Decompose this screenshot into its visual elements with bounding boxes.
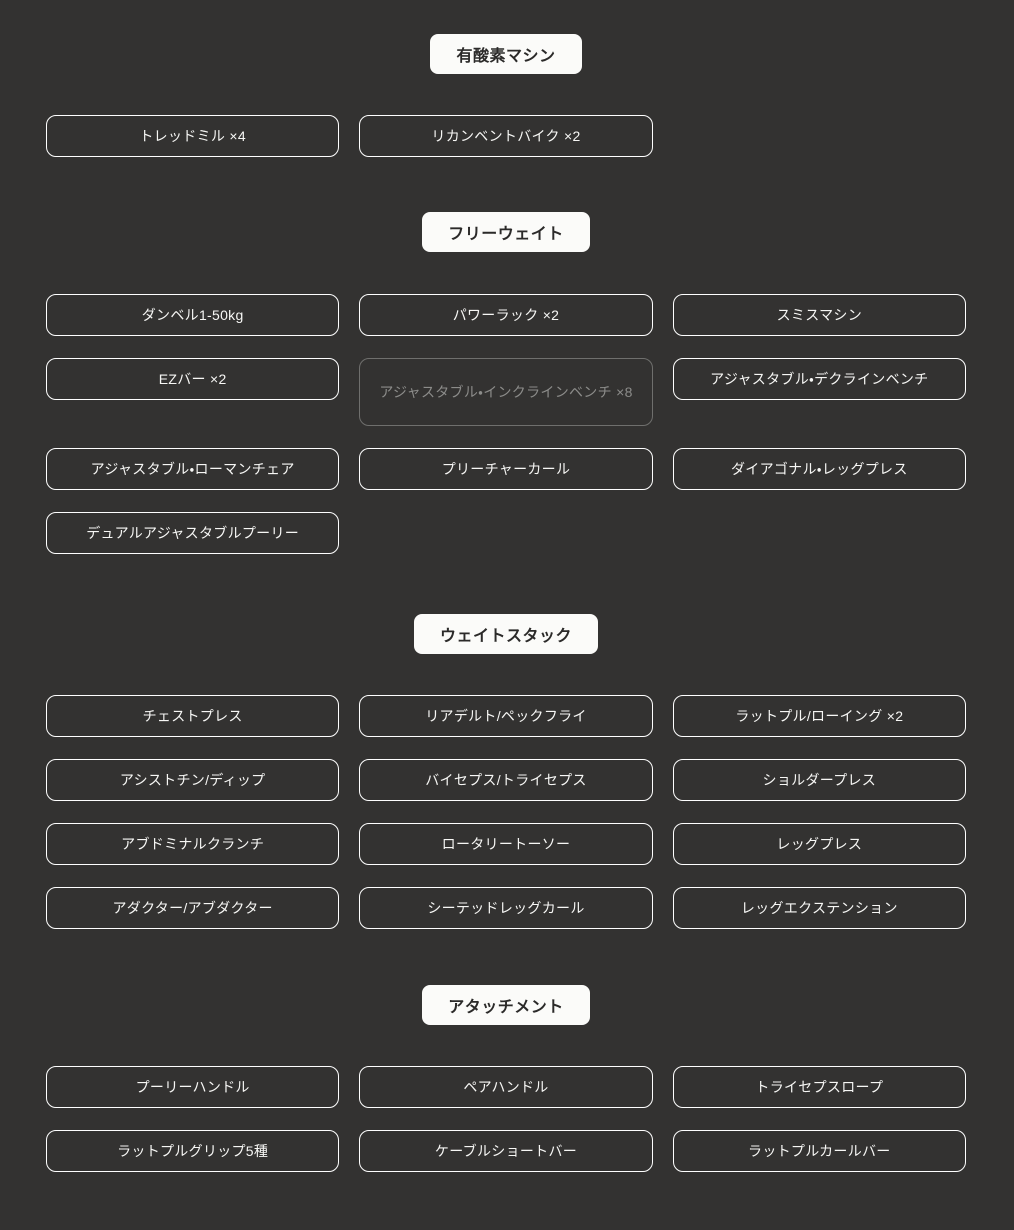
equipment-item[interactable]: ラットプルカールバー bbox=[672, 1130, 966, 1172]
equipment-item-label: レッグエクステンション bbox=[740, 899, 898, 916]
equipment-item-label: ケーブルショートバー bbox=[434, 1142, 578, 1159]
equipment-item[interactable]: リアデルト/ペックフライ bbox=[359, 695, 653, 737]
equipment-item-label: ダイアゴナル・レッグプレス bbox=[730, 460, 908, 477]
section-attachment: アタッチメント プーリーハンドル ペアハンドル トライセプスロープ ラットプルグ… bbox=[46, 929, 966, 1172]
equipment-item[interactable]: チェストプレス bbox=[46, 695, 340, 737]
equipment-item[interactable]: スミスマシン bbox=[672, 294, 966, 336]
equipment-item[interactable]: プーリーハンドル bbox=[46, 1066, 340, 1108]
equipment-item-label: リカンベントバイク ×2 bbox=[431, 127, 581, 144]
items-grid-attachment: プーリーハンドル ペアハンドル トライセプスロープ ラットプルグリップ5種 ケー… bbox=[46, 1066, 966, 1172]
equipment-item[interactable]: ペアハンドル bbox=[359, 1066, 653, 1108]
equipment-item-label: レッグプレス bbox=[776, 835, 863, 852]
equipment-item-label: トライセプスロープ bbox=[755, 1078, 884, 1095]
section-weightstack: ウェイトスタック チェストプレス リアデルト/ペックフライ ラットプル/ローイン… bbox=[46, 554, 966, 929]
equipment-item[interactable]: ロータリートーソー bbox=[359, 823, 653, 865]
equipment-item[interactable]: ショルダープレス bbox=[672, 759, 966, 801]
equipment-item-label: パワーラック ×2 bbox=[452, 306, 560, 323]
equipment-item-label: スミスマシン bbox=[776, 306, 863, 323]
equipment-item[interactable]: リカンベントバイク ×2 bbox=[359, 115, 653, 157]
equipment-item-label: EZバー ×2 bbox=[158, 370, 227, 387]
equipment-item-label: デュアルアジャスタブルプーリー bbox=[86, 524, 300, 541]
equipment-item-label: ラットプルグリップ5種 bbox=[117, 1142, 269, 1159]
equipment-item[interactable]: アジャスタブル・デクラインベンチ bbox=[672, 358, 966, 400]
equipment-item-label: ロータリートーソー bbox=[441, 835, 571, 852]
section-title-attachment: アタッチメント bbox=[422, 985, 590, 1025]
items-grid-freeweight: ダンベル1-50kg パワーラック ×2 スミスマシン EZバー ×2 アジャス… bbox=[46, 294, 966, 554]
section-title-freeweight: フリーウェイト bbox=[422, 212, 590, 252]
equipment-item-label: ラットプルカールバー bbox=[748, 1142, 891, 1159]
equipment-item[interactable]: ダンベル1-50kg bbox=[46, 294, 340, 336]
equipment-item-label: アジャスタブル・デクラインベンチ bbox=[710, 370, 929, 387]
items-grid-weightstack: チェストプレス リアデルト/ペックフライ ラットプル/ローイング ×2 アシスト… bbox=[46, 695, 966, 929]
equipment-item-label: アブドミナルクランチ bbox=[121, 835, 265, 852]
equipment-item[interactable]: トライセプスロープ bbox=[672, 1066, 966, 1108]
equipment-item[interactable]: シーテッドレッグカール bbox=[359, 887, 653, 929]
equipment-item[interactable]: アブドミナルクランチ bbox=[46, 823, 340, 865]
equipment-item-label: アシストチン/ディップ bbox=[119, 771, 266, 788]
items-grid-cardio: トレッドミル ×4 リカンベントバイク ×2 bbox=[46, 115, 966, 157]
equipment-item[interactable]: バイセプス/トライセプス bbox=[359, 759, 653, 801]
section-freeweight: フリーウェイト ダンベル1-50kg パワーラック ×2 スミスマシン EZバー… bbox=[46, 157, 966, 554]
equipment-item-label: ペアハンドル bbox=[463, 1078, 549, 1095]
equipment-item[interactable]: ラットプルグリップ5種 bbox=[46, 1130, 340, 1172]
equipment-item[interactable]: アジャスタブル・ローマンチェア bbox=[46, 448, 340, 490]
equipment-item-label: チェストプレス bbox=[142, 707, 243, 724]
equipment-item-label: プーリーハンドル bbox=[135, 1078, 250, 1095]
equipment-item-label: トレッドミル ×4 bbox=[139, 127, 246, 144]
equipment-item[interactable]: ダイアゴナル・レッグプレス bbox=[672, 448, 966, 490]
equipment-item-label: リアデルト/ペックフライ bbox=[425, 707, 587, 724]
equipment-item-label: アダクター/アブダクター bbox=[112, 899, 273, 916]
equipment-item-label: ラットプル/ローイング ×2 bbox=[735, 707, 904, 724]
section-header-row: ウェイトスタック bbox=[46, 614, 966, 654]
equipment-item[interactable]: レッグプレス bbox=[672, 823, 966, 865]
equipment-item-unavailable[interactable]: アジャスタブル・インクラインベンチ ×8 bbox=[359, 358, 653, 426]
equipment-item[interactable]: プリーチャーカール bbox=[359, 448, 653, 490]
equipment-item[interactable]: ケーブルショートバー bbox=[359, 1130, 653, 1172]
section-header-row: フリーウェイト bbox=[46, 212, 966, 252]
section-header-row: 有酸素マシン bbox=[46, 34, 966, 74]
section-title-cardio: 有酸素マシン bbox=[430, 34, 582, 74]
equipment-item-label: ダンベル1-50kg bbox=[141, 306, 244, 323]
equipment-item-label: プリーチャーカール bbox=[441, 460, 571, 477]
section-cardio: 有酸素マシン トレッドミル ×4 リカンベントバイク ×2 bbox=[46, 0, 966, 157]
equipment-item-label: アジャスタブル・インクラインベンチ ×8 bbox=[379, 383, 633, 400]
equipment-item-label: シーテッドレッグカール bbox=[427, 899, 585, 916]
equipment-item-label: アジャスタブル・ローマンチェア bbox=[90, 460, 295, 477]
equipment-item[interactable]: デュアルアジャスタブルプーリー bbox=[46, 512, 340, 554]
equipment-item[interactable]: レッグエクステンション bbox=[672, 887, 966, 929]
equipment-item[interactable]: パワーラック ×2 bbox=[359, 294, 653, 336]
section-title-weightstack: ウェイトスタック bbox=[413, 614, 598, 654]
equipment-item-label: バイセプス/トライセプス bbox=[425, 771, 587, 788]
equipment-item[interactable]: トレッドミル ×4 bbox=[46, 115, 340, 157]
equipment-item[interactable]: EZバー ×2 bbox=[46, 358, 340, 400]
equipment-item[interactable]: ラットプル/ローイング ×2 bbox=[672, 695, 966, 737]
equipment-item[interactable]: アシストチン/ディップ bbox=[46, 759, 340, 801]
equipment-item[interactable]: アダクター/アブダクター bbox=[46, 887, 340, 929]
equipment-item-label: ショルダープレス bbox=[762, 771, 877, 788]
section-header-row: アタッチメント bbox=[46, 985, 966, 1025]
